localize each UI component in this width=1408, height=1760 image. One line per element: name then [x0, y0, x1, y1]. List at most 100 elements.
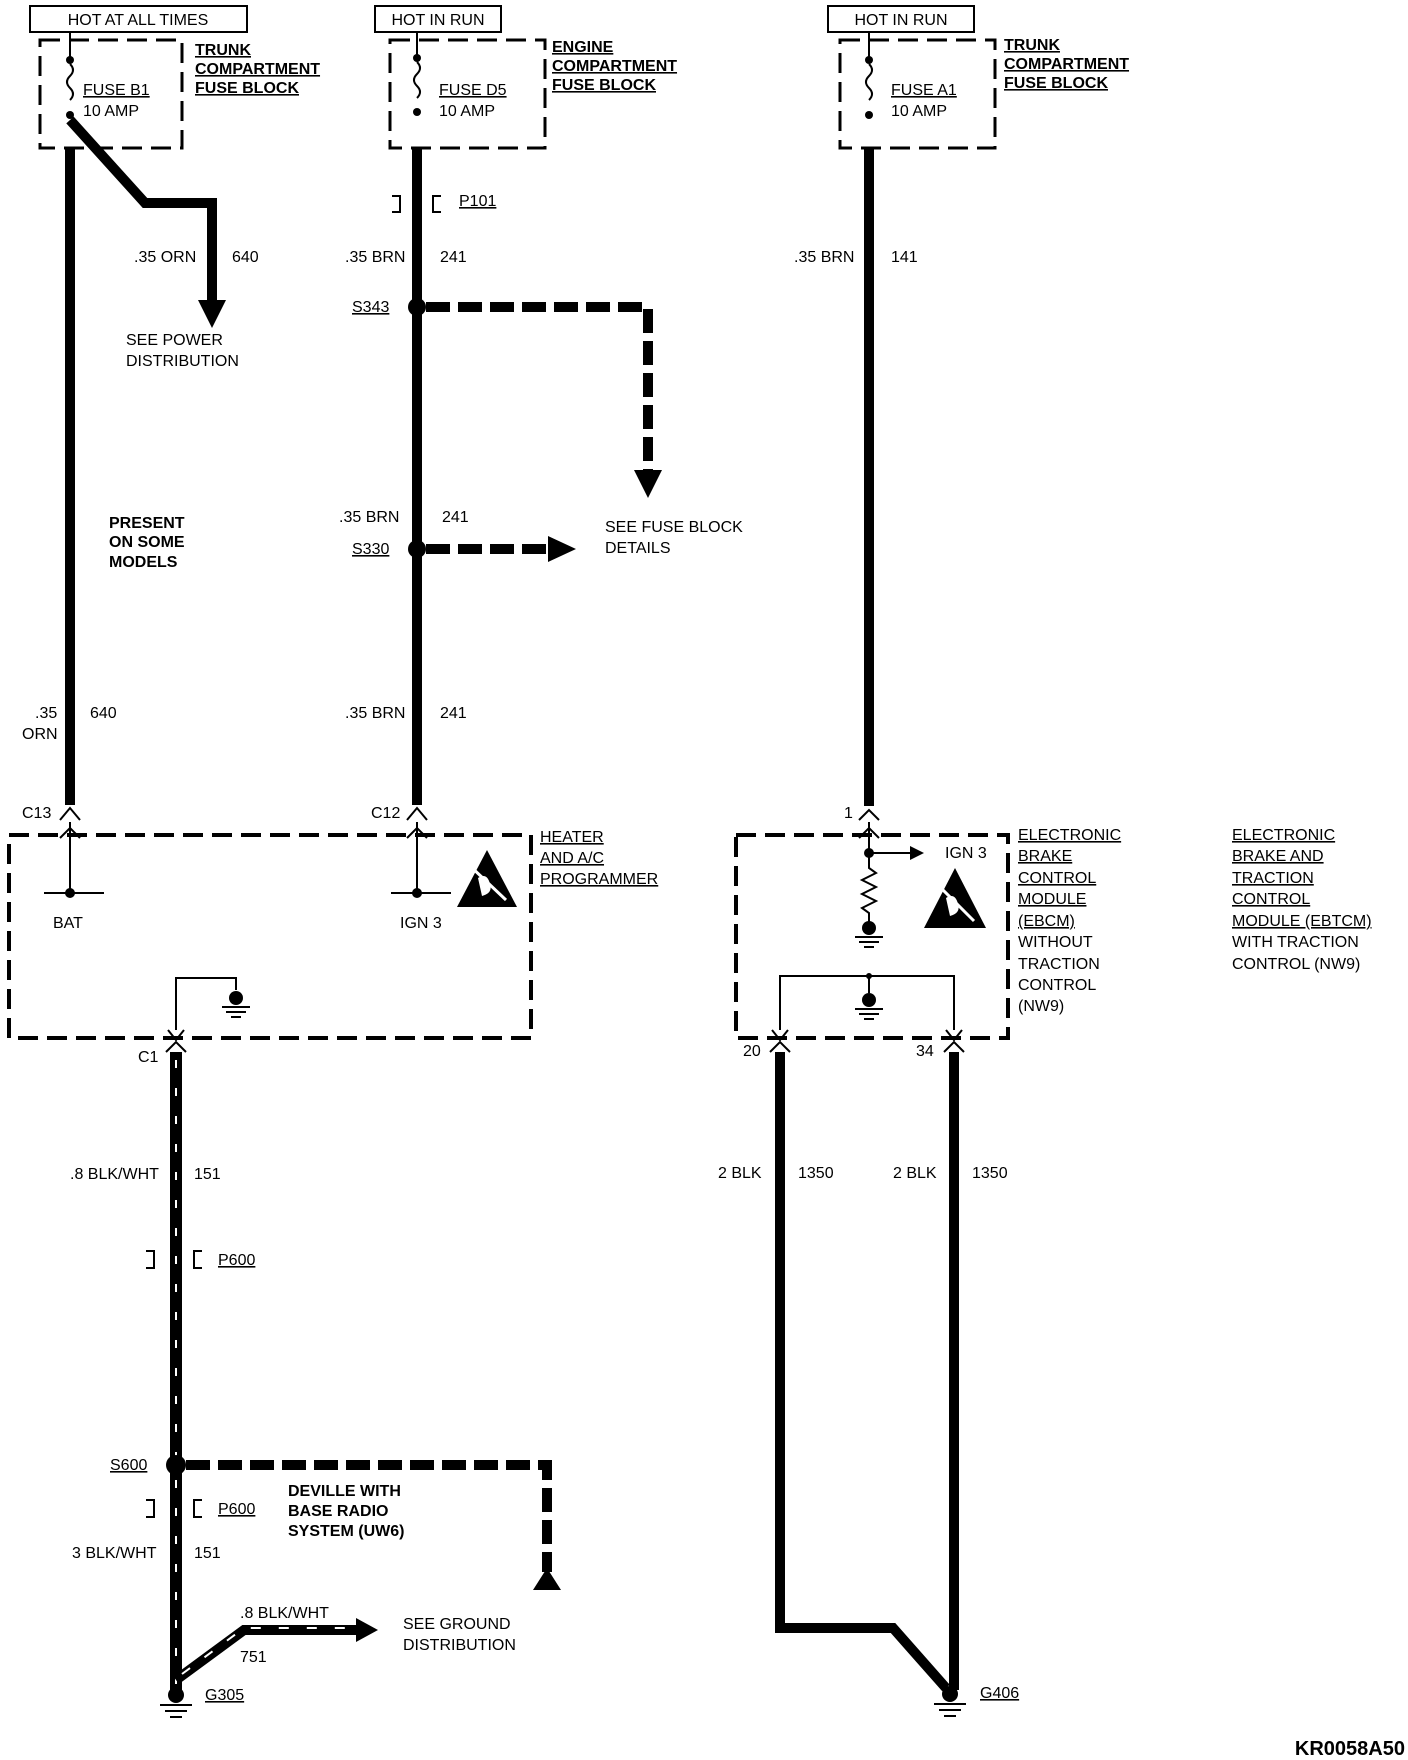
fuse-block-middle-name-1: ENGINE: [552, 39, 614, 56]
connector-c1: C1: [138, 1049, 159, 1066]
orn-branch-gauge: .35 ORN: [134, 249, 196, 266]
brn-top-circuit: 241: [440, 249, 467, 266]
ebcm-name-7: TRACTION: [1018, 956, 1100, 973]
heater-name-2: AND A/C: [540, 850, 604, 867]
gnd-branch-gauge: .8 BLK/WHT: [240, 1605, 329, 1622]
fuse-block-right-name-2: COMPARTMENT: [1004, 56, 1129, 73]
ebcm-gnd-a-gauge: 2 BLK: [718, 1165, 762, 1182]
gnd-upper-gauge: .8 BLK/WHT: [70, 1166, 159, 1183]
brn-right-circuit: 141: [891, 249, 918, 266]
connector-c13: C13: [22, 805, 51, 822]
gnd-upper-circuit: 151: [194, 1166, 221, 1183]
deville-note-3: SYSTEM (UW6): [288, 1523, 404, 1540]
power-source-left-label: HOT AT ALL TIMES: [68, 12, 209, 29]
circuit-1350: 20 34 2 BLK 1350 2 BLK 1350 G406: [718, 1040, 1019, 1717]
see-fuse-note-2: DETAILS: [605, 540, 671, 557]
ebtcm-name-3: TRACTION: [1232, 870, 1314, 887]
gnd-lower-gauge: 3 BLK/WHT: [72, 1545, 157, 1562]
connector-p101: P101: [459, 193, 496, 210]
ground-g305: G305: [205, 1687, 244, 1704]
ebcm-gnd-a-circuit: 1350: [798, 1165, 834, 1182]
see-ground-note-1: SEE GROUND: [403, 1616, 511, 1633]
esd-warning-icon-ebcm: [924, 868, 986, 928]
ground-g406: G406: [980, 1685, 1019, 1702]
fuse-a1-rating: 10 AMP: [891, 103, 947, 120]
heater-ac-programmer: BAT IGN 3 HEATER AND A/C PROGRAMMER: [7, 822, 658, 1042]
connector-pin-20: 20: [743, 1043, 761, 1060]
heater-pin-ign3: IGN 3: [400, 915, 442, 932]
fuse-a1-label: FUSE A1: [891, 82, 957, 99]
power-source-middle: HOT IN RUN: [374, 5, 502, 33]
ebcm-name-6: WITHOUT: [1018, 934, 1093, 951]
present-note-2: ON SOME: [109, 534, 185, 551]
orn-main-gauge-b: ORN: [22, 726, 58, 743]
circuit-640: .35 ORN 640 SEE POWER DISTRIBUTION PRESE…: [22, 116, 259, 822]
heater-pin-bat: BAT: [53, 915, 83, 932]
circuit-151: C1 .8 BLK/WHT 151 P600 S600 DEVILLE WITH…: [70, 1040, 561, 1718]
circuit-141: .35 BRN 141 1: [794, 148, 918, 822]
connector-c12: C12: [371, 805, 400, 822]
ebtcm-name-5: MODULE (EBTCM): [1232, 913, 1372, 930]
power-source-left: HOT AT ALL TIMES: [29, 5, 248, 33]
heater-name-3: PROGRAMMER: [540, 871, 658, 888]
orn-branch-circuit: 640: [232, 249, 259, 266]
see-power-note-2: DISTRIBUTION: [126, 353, 239, 370]
figure-code: KR0058A50: [1295, 1738, 1405, 1760]
ebtcm-name-7: CONTROL (NW9): [1232, 956, 1360, 973]
fuse-block-middle: FUSE D5 10 AMP ENGINE COMPARTMENT FUSE B…: [388, 32, 677, 150]
gnd-branch-circuit: 751: [240, 1649, 267, 1666]
connector-p600-bottom: P600: [218, 1501, 255, 1518]
splice-s343: S343: [352, 299, 389, 316]
fuse-block-middle-name-3: FUSE BLOCK: [552, 77, 656, 94]
see-ground-note-2: DISTRIBUTION: [403, 1637, 516, 1654]
ebcm-name-3: CONTROL: [1018, 870, 1096, 887]
ebcm-gnd-b-gauge: 2 BLK: [893, 1165, 937, 1182]
fuse-d5-label: FUSE D5: [439, 82, 507, 99]
circuit-241: P101 .35 BRN 241 S343 .35 BRN 241 S330 S…: [339, 148, 743, 822]
connector-p600-top: P600: [218, 1252, 255, 1269]
ebtcm-name-2: BRAKE AND: [1232, 848, 1324, 865]
fuse-block-left-name-2: COMPARTMENT: [195, 61, 320, 78]
power-source-right-label: HOT IN RUN: [854, 12, 947, 29]
fuse-block-left-name-1: TRUNK: [195, 42, 251, 59]
brn-right-gauge: .35 BRN: [794, 249, 854, 266]
orn-main-gauge-a: .35: [35, 705, 57, 722]
fuse-b1-label: FUSE B1: [83, 82, 150, 99]
esd-warning-icon: [457, 850, 517, 907]
heater-name-1: HEATER: [540, 829, 604, 846]
brn-mid-gauge: .35 BRN: [339, 509, 399, 526]
see-power-note-1: SEE POWER: [126, 332, 223, 349]
ebcm-name-5: (EBCM): [1018, 913, 1075, 930]
fuse-block-left: FUSE B1 10 AMP TRUNK COMPARTMENT FUSE BL…: [38, 32, 320, 150]
fuse-block-left-name-3: FUSE BLOCK: [195, 80, 299, 97]
deville-note-2: BASE RADIO: [288, 1503, 388, 1520]
orn-main-circuit: 640: [90, 705, 117, 722]
present-note-3: MODELS: [109, 554, 178, 571]
ebcm-name-8: CONTROL: [1018, 977, 1096, 994]
ebcm-module: IGN 3 ELECTRONIC BRAKE CONTROL MODULE (E…: [734, 822, 1372, 1042]
present-note-1: PRESENT: [109, 515, 185, 532]
power-source-middle-label: HOT IN RUN: [391, 12, 484, 29]
brn-bottom-gauge: .35 BRN: [345, 705, 405, 722]
ebcm-name-4: MODULE: [1018, 891, 1086, 908]
ebcm-name-2: BRAKE: [1018, 848, 1072, 865]
ebtcm-name-1: ELECTRONIC: [1232, 827, 1335, 844]
splice-s330: S330: [352, 541, 389, 558]
connector-pin-34: 34: [916, 1043, 934, 1060]
brn-bottom-circuit: 241: [440, 705, 467, 722]
ebcm-pin-ign3: IGN 3: [945, 845, 987, 862]
ebtcm-name-4: CONTROL: [1232, 891, 1310, 908]
deville-note-1: DEVILLE WITH: [288, 1483, 401, 1500]
brn-mid-circuit: 241: [442, 509, 469, 526]
gnd-lower-circuit: 151: [194, 1545, 221, 1562]
connector-pin-1: 1: [844, 805, 853, 822]
ebcm-gnd-b-circuit: 1350: [972, 1165, 1008, 1182]
splice-s600: S600: [110, 1457, 147, 1474]
ebcm-name-9: (NW9): [1018, 998, 1064, 1015]
power-source-right: HOT IN RUN: [827, 5, 975, 33]
ebcm-name-1: ELECTRONIC: [1018, 827, 1121, 844]
fuse-block-middle-name-2: COMPARTMENT: [552, 58, 677, 75]
fuse-d5-rating: 10 AMP: [439, 103, 495, 120]
see-fuse-note-1: SEE FUSE BLOCK: [605, 519, 743, 536]
